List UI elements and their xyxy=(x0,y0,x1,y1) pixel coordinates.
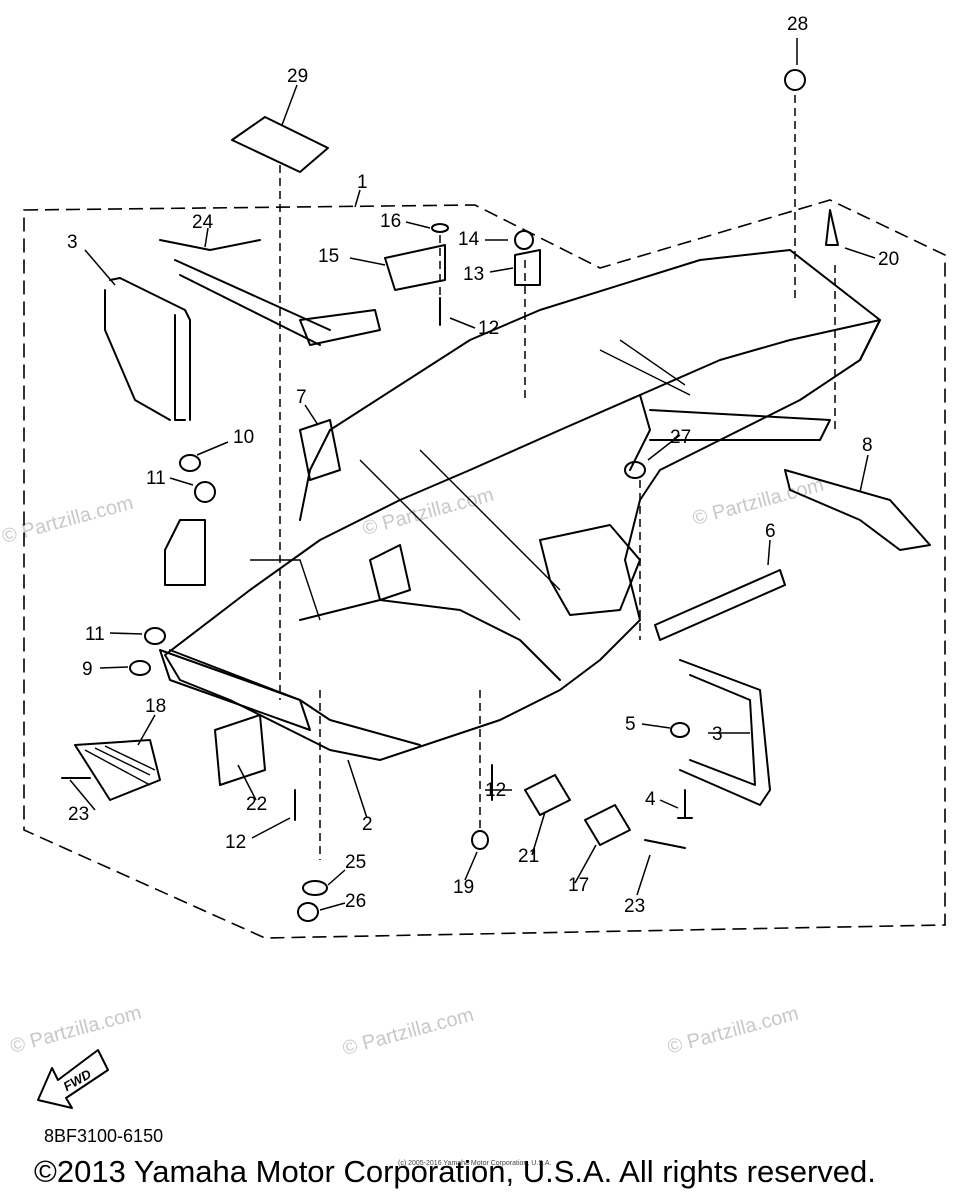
callout-4: 4 xyxy=(645,789,656,810)
callout-18: 18 xyxy=(145,696,166,717)
callout-6: 6 xyxy=(765,521,776,542)
grab-handle xyxy=(159,239,381,346)
callout-11: 11 xyxy=(85,624,105,645)
callout-7: 7 xyxy=(296,387,307,408)
plate-17 xyxy=(584,804,631,846)
watermark: © Partzilla.com xyxy=(690,474,826,530)
runner-rail xyxy=(784,469,931,551)
callout-15: 15 xyxy=(318,246,339,267)
callout-1: 1 xyxy=(357,172,368,193)
fwd-arrow-icon: FWD xyxy=(37,1049,109,1109)
boot xyxy=(74,739,161,801)
callout-25: 25 xyxy=(345,852,366,873)
watermark: © Partzilla.com xyxy=(360,484,496,540)
pad xyxy=(231,116,329,173)
callout-17: 17 xyxy=(568,875,589,896)
callout-28: 28 xyxy=(787,14,808,35)
plate-21 xyxy=(524,774,571,816)
callout-20: 20 xyxy=(878,249,899,270)
watermark: © Partzilla.com xyxy=(340,1004,476,1060)
assembly-boundary xyxy=(23,199,946,939)
callout-23: 23 xyxy=(68,804,89,825)
callout-9: 9 xyxy=(82,659,93,680)
side-rail xyxy=(654,569,786,641)
callout-12: 12 xyxy=(485,780,506,801)
callout-13: 13 xyxy=(463,264,484,285)
callout-29: 29 xyxy=(287,66,308,87)
callout-16: 16 xyxy=(380,211,401,232)
part-number: 8BF3100-6150 xyxy=(44,1126,164,1146)
watermarks: © Partzilla.com © Partzilla.com © Partzi… xyxy=(0,474,826,1060)
callout-23: 23 xyxy=(624,896,645,917)
callout-22: 22 xyxy=(246,794,267,815)
watermark: © Partzilla.com xyxy=(0,492,136,548)
callout-14: 14 xyxy=(458,229,480,250)
callout-5: 5 xyxy=(625,714,636,735)
callout-8: 8 xyxy=(862,435,873,456)
callout-26: 26 xyxy=(345,891,366,912)
bumper-rear xyxy=(104,277,191,421)
bumper-front xyxy=(679,659,771,806)
watermark: © Partzilla.com xyxy=(8,1002,144,1058)
callout-19: 19 xyxy=(453,877,474,898)
callout-3: 3 xyxy=(712,724,723,745)
callout-21: 21 xyxy=(518,846,539,867)
callout-27: 27 xyxy=(670,427,691,448)
callout-12: 12 xyxy=(225,832,246,853)
callout-24: 24 xyxy=(192,212,214,233)
callout-3: 3 xyxy=(67,232,78,253)
callout-labels: 28 29 1 16 14 3 24 15 13 20 12 7 10 27 8… xyxy=(67,14,899,917)
callout-leaders xyxy=(69,38,876,911)
watermark: © Partzilla.com xyxy=(665,1003,801,1059)
plate-22 xyxy=(214,714,266,786)
callout-2: 2 xyxy=(362,814,373,835)
fasteners xyxy=(61,69,839,922)
copyright-notice: ©2013 Yamaha Motor Corporation, U.S.A. A… xyxy=(34,1154,876,1189)
frame-assembly xyxy=(159,249,881,761)
callout-12: 12 xyxy=(478,318,499,339)
small-copyright: (c) 2005-2016 Yamaha Motor Corporation, … xyxy=(398,1160,552,1167)
callout-11: 11 xyxy=(146,468,166,489)
callout-10: 10 xyxy=(233,427,254,448)
